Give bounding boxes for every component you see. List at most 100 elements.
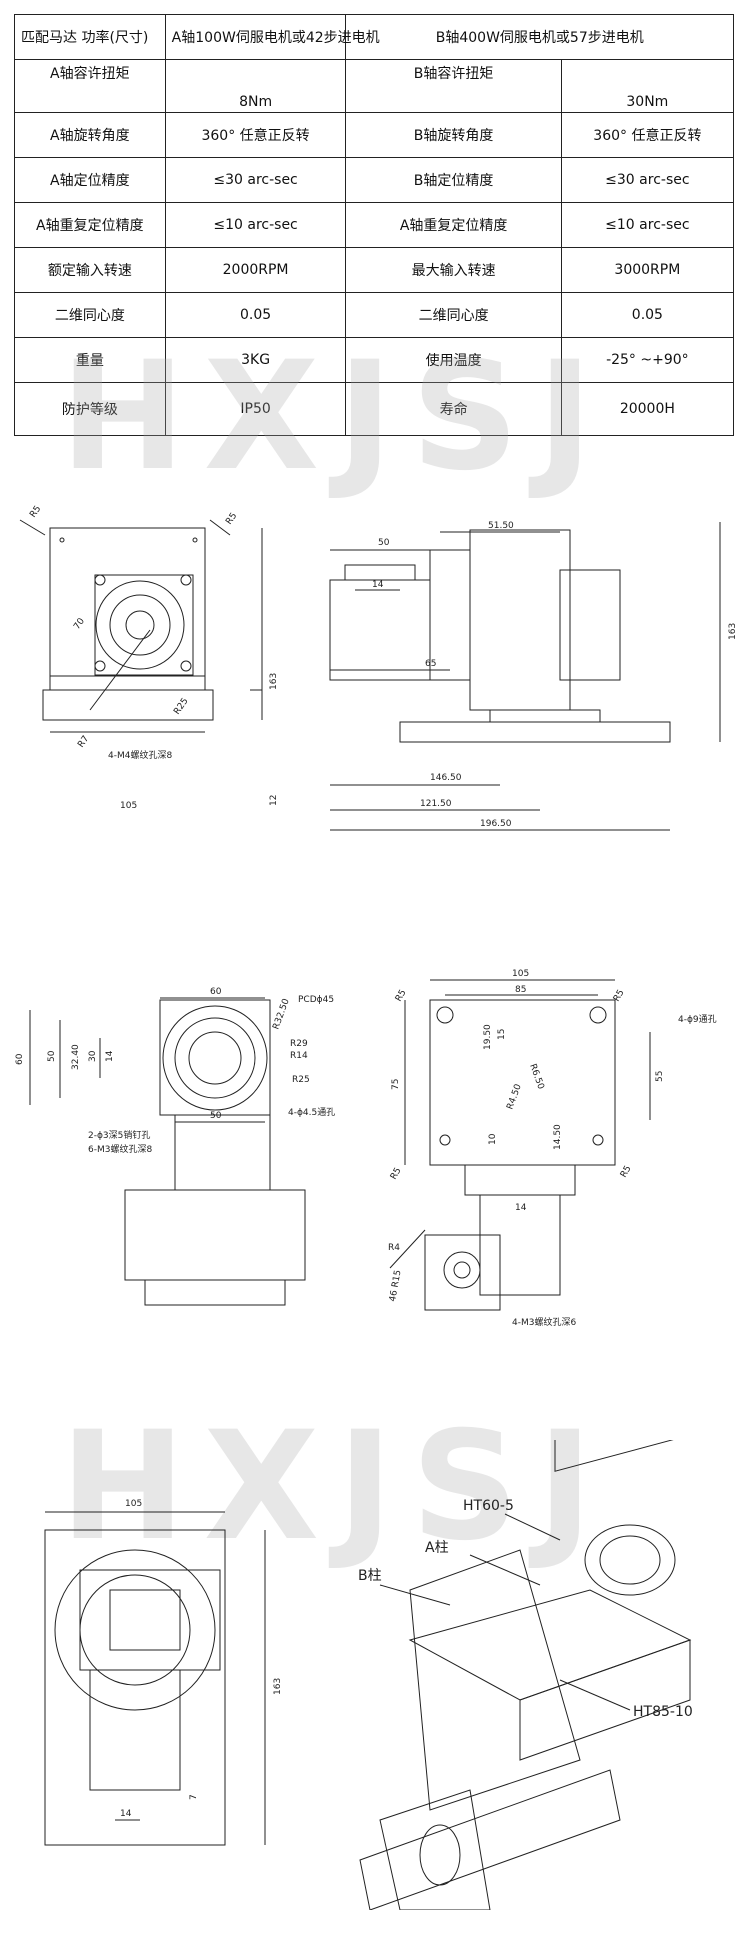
dim-r5: R5 bbox=[394, 988, 409, 1003]
table-cell: IP50 bbox=[164, 382, 347, 436]
table-cell: 8Nm bbox=[164, 59, 347, 113]
spec-table: 匹配马达 功率(尺寸) A轴100W伺服电机或42步进电机 B轴400W伺服电机… bbox=[14, 14, 735, 436]
dim-50: 50 bbox=[47, 1050, 57, 1062]
dim-14: 14 bbox=[372, 580, 384, 590]
label-ht60: HT60-5 bbox=[463, 1498, 514, 1514]
dim-r5: R5 bbox=[224, 511, 239, 527]
table-cell: 使用温度 bbox=[345, 337, 562, 383]
table-cell: 匹配马达 功率(尺寸) bbox=[14, 14, 166, 60]
label-b-col: B柱 bbox=[358, 1568, 382, 1584]
table-cell: A轴定位精度 bbox=[14, 157, 166, 203]
dim-r4-50: R4.50 bbox=[505, 1083, 523, 1111]
table-cell: ≤10 arc-sec bbox=[560, 202, 735, 248]
table-cell: B轴容许扭矩 bbox=[345, 59, 562, 113]
table-cell: 二维同心度 bbox=[14, 292, 166, 338]
pcd-label: PCDϕ45 bbox=[298, 995, 334, 1005]
dim-51-50: 51.50 bbox=[488, 521, 514, 531]
thru-holes: 4-ϕ4.5通孔 bbox=[288, 1107, 335, 1118]
dim-65: 65 bbox=[425, 659, 436, 669]
table-cell: A轴100W伺服电机或42步进电机 bbox=[164, 14, 380, 60]
table-row: 防护等级 IP50 寿命 20000H bbox=[14, 382, 735, 436]
dim-85: 85 bbox=[515, 985, 526, 995]
label-a-col: A柱 bbox=[425, 1540, 449, 1556]
dim-7: 7 bbox=[189, 1794, 199, 1800]
table-cell: B轴旋转角度 bbox=[345, 112, 562, 158]
label-ht85: HT85-10 bbox=[633, 1704, 693, 1720]
dim-50: 50 bbox=[210, 1111, 222, 1121]
dim-r5: R5 bbox=[612, 988, 627, 1003]
dim-105: 105 bbox=[120, 801, 137, 811]
table-cell: ≤10 arc-sec bbox=[164, 202, 347, 248]
side-view bbox=[329, 522, 721, 831]
dim-12: 12 bbox=[269, 795, 279, 806]
front-view bbox=[19, 519, 263, 733]
dim-46-r15: 46 R15 bbox=[388, 1269, 403, 1302]
dim-55: 55 bbox=[655, 1071, 665, 1082]
thru-holes: 4-ϕ9通孔 bbox=[678, 1014, 717, 1025]
dim-r14: R14 bbox=[290, 1051, 308, 1061]
dim-r25: R25 bbox=[172, 696, 190, 716]
bottom-view bbox=[44, 1511, 266, 1846]
table-cell: 0.05 bbox=[560, 292, 735, 338]
dim-r4: R4 bbox=[388, 1243, 400, 1253]
dim-14: 14 bbox=[515, 1203, 527, 1213]
table-row: 额定输入转速 2000RPM 最大输入转速 3000RPM bbox=[14, 247, 735, 293]
table-row: A轴定位精度 ≤30 arc-sec B轴定位精度 ≤30 arc-sec bbox=[14, 157, 735, 203]
dim-r29: R29 bbox=[290, 1039, 308, 1049]
table-cell: 最大输入转速 bbox=[345, 247, 562, 293]
table-row: 二维同心度 0.05 二维同心度 0.05 bbox=[14, 292, 735, 338]
iso-view bbox=[359, 1440, 706, 1910]
dim-r7: R7 bbox=[76, 734, 91, 750]
dim-19-50: 19.50 bbox=[483, 1024, 493, 1050]
table-cell: A轴容许扭矩 bbox=[14, 59, 166, 113]
dim-10: 10 bbox=[488, 1133, 498, 1145]
table-row: 重量 3KG 使用温度 -25° ~+90° bbox=[14, 337, 735, 383]
dim-50: 50 bbox=[378, 538, 390, 548]
dim-r5: R5 bbox=[28, 504, 43, 520]
dim-196-50: 196.50 bbox=[480, 819, 512, 829]
pin-holes: 2-ϕ3深5销钉孔 bbox=[88, 1129, 150, 1141]
right-view bbox=[389, 979, 651, 1311]
left-view bbox=[29, 997, 306, 1306]
table-cell: A轴旋转角度 bbox=[14, 112, 166, 158]
table-cell: 2000RPM bbox=[164, 247, 347, 293]
table-cell: B轴定位精度 bbox=[345, 157, 562, 203]
dim-r32-50: R32.50 bbox=[271, 997, 291, 1031]
table-cell: 360° 任意正反转 bbox=[560, 112, 735, 158]
table-cell: 防护等级 bbox=[14, 382, 166, 436]
table-cell: 360° 任意正反转 bbox=[164, 112, 347, 158]
dim-15: 15 bbox=[497, 1029, 507, 1040]
table-cell: A轴重复定位精度 bbox=[345, 202, 562, 248]
dim-105: 105 bbox=[125, 1499, 142, 1509]
dim-163: 163 bbox=[273, 1678, 283, 1695]
drawing-front-side: R5 R5 70 R25 R7 4-M4螺纹孔深8 163 12 105 50 … bbox=[19, 504, 738, 831]
table-cell: 寿命 bbox=[345, 382, 562, 436]
table-cell: ≤30 arc-sec bbox=[164, 157, 347, 203]
table-cell: -25° ~+90° bbox=[560, 337, 735, 383]
dim-14-50: 14.50 bbox=[553, 1124, 563, 1150]
dim-30: 30 bbox=[88, 1050, 98, 1062]
dim-32-40: 32.40 bbox=[71, 1044, 81, 1070]
table-row: A轴重复定位精度 ≤10 arc-sec A轴重复定位精度 ≤10 arc-se… bbox=[14, 202, 735, 248]
m3-holes: 4-M3螺纹孔深6 bbox=[512, 1316, 576, 1328]
drawing-mid: 60 PCDϕ45 60 50 32.40 30 14 R32.50 R29 R… bbox=[15, 969, 717, 1328]
dim-105: 105 bbox=[512, 969, 529, 979]
dim-14: 14 bbox=[120, 1809, 132, 1819]
dim-121-50: 121.50 bbox=[420, 799, 452, 809]
table-cell: 重量 bbox=[14, 337, 166, 383]
dim-60: 60 bbox=[15, 1053, 25, 1065]
dim-r25: R25 bbox=[292, 1075, 310, 1085]
m3-holes: 6-M3螺纹孔深8 bbox=[88, 1143, 152, 1155]
dim-r5: R5 bbox=[619, 1164, 634, 1179]
table-cell: B轴400W伺服电机或57步进电机 bbox=[345, 14, 734, 60]
table-cell: ≤30 arc-sec bbox=[560, 157, 735, 203]
dim-r5: R5 bbox=[389, 1166, 404, 1181]
dim-163: 163 bbox=[728, 623, 738, 640]
dim-146-50: 146.50 bbox=[430, 773, 462, 783]
table-row: A轴容许扭矩 8Nm B轴容许扭矩 30Nm bbox=[14, 59, 735, 113]
table-row: A轴旋转角度 360° 任意正反转 B轴旋转角度 360° 任意正反转 bbox=[14, 112, 735, 158]
dim-75: 75 bbox=[391, 1079, 401, 1090]
holes-note: 4-M4螺纹孔深8 bbox=[108, 749, 172, 761]
dim-r6-50: R6.50 bbox=[527, 1063, 545, 1091]
drawing-bottom: 105 163 7 14 HT60-5 A柱 B柱 HT85-10 bbox=[44, 1440, 706, 1910]
